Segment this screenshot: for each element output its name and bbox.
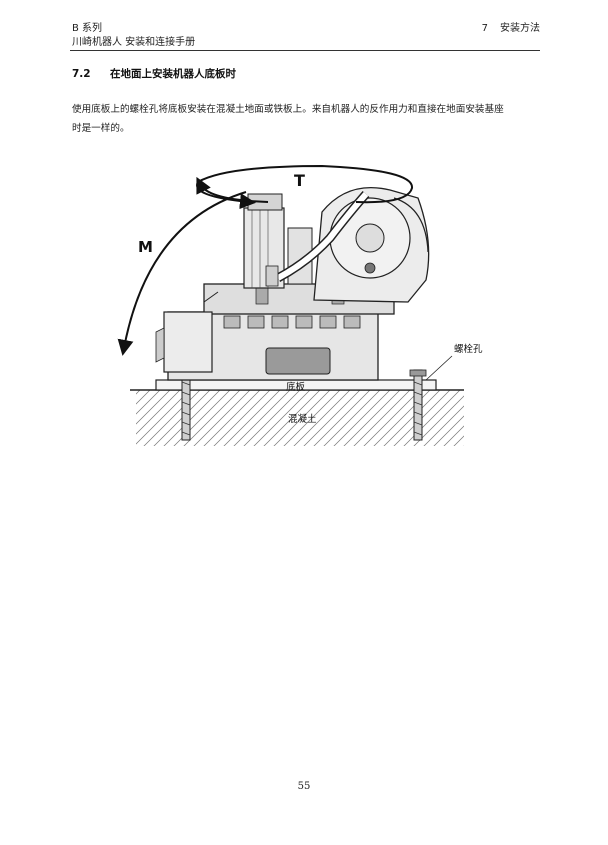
torque-t-arrow	[196, 164, 413, 210]
bolt-hole-leader	[425, 355, 453, 381]
header-divider	[70, 50, 540, 51]
chapter-title: 安装方法	[500, 23, 540, 34]
label-t: T	[294, 171, 305, 190]
label-m: M	[138, 238, 153, 256]
page-number: 55	[297, 781, 311, 792]
series-label: B 系列	[72, 23, 103, 34]
manual-title: 川崎机器人 安装和连接手册	[72, 37, 196, 48]
turret-drum	[313, 186, 430, 303]
chapter-number: 7	[481, 23, 488, 34]
body-line-1: 使用底板上的螺栓孔将底板安装在混凝土地面或铁板上。来自机器人的反作用力和直接在地…	[72, 104, 504, 115]
label-concrete: 混凝土	[288, 413, 317, 425]
body-line-2: 时是一样的。	[72, 123, 130, 134]
section-number: 7.2	[72, 68, 91, 80]
running-header-left: B 系列 川崎机器人 安装和连接手册	[72, 22, 195, 50]
anchor-bolt-right	[409, 369, 427, 441]
concrete-floor	[130, 389, 464, 446]
moment-m-arrow	[117, 191, 247, 356]
label-base-plate: 底板	[286, 381, 306, 393]
section-heading: 7.2 在地面上安装机器人底板时	[72, 66, 236, 81]
cable-hose	[265, 191, 370, 287]
running-header-right: 7 安装方法	[482, 22, 540, 36]
label-bolt-hole: 螺栓孔	[454, 343, 483, 355]
robot-base-plate-figure: T M 螺栓孔 底板 混凝土	[117, 164, 483, 446]
body-paragraph: 使用底板上的螺栓孔将底板安装在混凝土地面或铁板上。来自机器人的反作用力和直接在地…	[72, 100, 542, 138]
section-title: 在地面上安装机器人底板时	[110, 68, 236, 80]
